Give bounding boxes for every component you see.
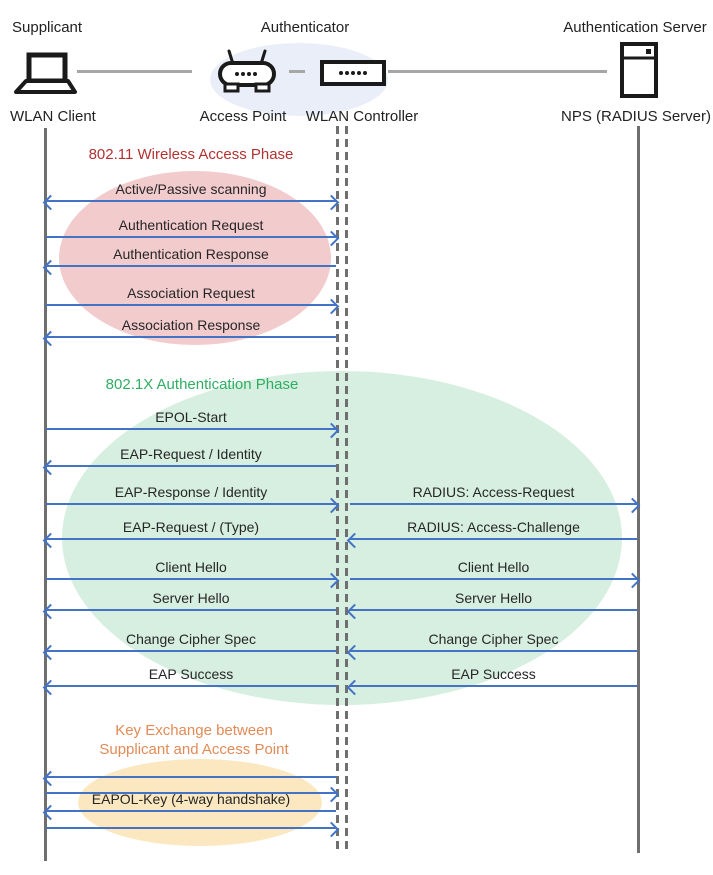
message-change-cipher-spec-left: Change Cipher Spec: [42, 631, 336, 661]
message-label: EAPOL-Key (4-way handshake): [91, 791, 291, 807]
message-eap-request-type: EAP-Request / (Type): [42, 519, 336, 549]
message-label: EAP-Response / Identity: [114, 484, 268, 500]
arrow-line: [46, 776, 336, 778]
message-label: EAP-Request / (Type): [122, 519, 260, 535]
message-radius-access-challenge: RADIUS: Access-Challenge: [346, 519, 637, 549]
label-wlan-controller: WLAN Controller: [305, 108, 419, 125]
message-active-passive-scanning: Active/Passive scanning: [42, 181, 340, 211]
arrow-line: [46, 810, 336, 812]
arrow-line: [46, 200, 336, 202]
label-nps-radius-server: NPS (RADIUS Server): [560, 108, 712, 125]
arrow-line: [46, 336, 336, 338]
message-authentication-response: Authentication Response: [42, 246, 336, 276]
arrow-line: [46, 304, 336, 306]
key-exchange-title-line2: Supplicant and Access Point: [99, 741, 289, 758]
message-client-hello-right: Client Hello: [350, 559, 641, 589]
laptop-icon: [14, 52, 77, 94]
key-exchange-ellipse: [78, 759, 322, 846]
message-label: EPOL-Start: [155, 409, 227, 425]
arrow-line: [46, 428, 336, 430]
arrow-line: [46, 650, 336, 652]
message-label: Association Request: [127, 285, 255, 301]
label-wlan-client: WLAN Client: [10, 108, 96, 125]
message-label: Association Response: [121, 317, 261, 333]
arrow-line: [46, 265, 336, 267]
arrow-line: [46, 609, 336, 611]
message-label: RADIUS: Access-Request: [412, 484, 575, 500]
message-label: EAP Success: [148, 666, 234, 682]
message-label: EAP Success: [451, 666, 536, 682]
lifeline-authenticator-1: [336, 126, 339, 852]
message-server-hello-left: Server Hello: [42, 590, 336, 620]
arrow-line: [46, 465, 336, 467]
message-label: Change Cipher Spec: [126, 631, 256, 647]
message-client-hello-left: Client Hello: [46, 559, 340, 589]
arrow-line: [350, 578, 637, 580]
message-key-exchange-1: [42, 770, 336, 787]
arrow-line: [350, 650, 637, 652]
dot1x-phase-title: 802.1X Authentication Phase: [105, 376, 299, 393]
arrow-line: [46, 503, 336, 505]
arrow-line: [46, 236, 336, 238]
access-point-icon: [218, 49, 276, 93]
role-authentication-server: Authentication Server: [563, 19, 707, 36]
key-exchange-phase-title: Key Exchange between Supplicant and Acce…: [46, 721, 342, 759]
wireless-phase-title: 802.11 Wireless Access Phase: [88, 146, 294, 163]
arrow-line: [46, 578, 336, 580]
message-label: Server Hello: [454, 590, 533, 606]
message-label: Authentication Response: [113, 246, 269, 262]
message-label: Authentication Request: [118, 217, 264, 233]
message-label: EAP-Request / Identity: [120, 446, 262, 462]
message-label: Change Cipher Spec: [428, 631, 559, 647]
message-eap-request-identity: EAP-Request / Identity: [42, 446, 336, 476]
message-server-hello-right: Server Hello: [346, 590, 637, 620]
wlan-controller-icon: [320, 60, 386, 86]
message-eapol-key-handshake: EAPOL-Key (4-way handshake): [42, 791, 336, 821]
message-key-exchange-2: [46, 786, 340, 803]
lifeline-supplicant: [44, 128, 47, 861]
role-supplicant: Supplicant: [12, 19, 83, 36]
arrow-line: [350, 503, 637, 505]
arrow-line: [350, 538, 637, 540]
arrow-line: [46, 827, 336, 829]
connector-line: [388, 70, 607, 73]
lifeline-auth-server: [637, 126, 640, 853]
arrow-line: [46, 538, 336, 540]
connector-line: [77, 70, 192, 73]
message-epol-start: EPOL-Start: [46, 409, 340, 439]
message-label: Client Hello: [155, 559, 227, 575]
message-radius-access-request: RADIUS: Access-Request: [350, 484, 641, 514]
message-label: Client Hello: [457, 559, 530, 575]
message-label: RADIUS: Access-Challenge: [407, 519, 580, 535]
message-association-request: Association Request: [46, 285, 340, 315]
message-label: Server Hello: [152, 590, 230, 606]
message-eap-success-left: EAP Success: [42, 666, 336, 696]
message-eap-success-right: EAP Success: [346, 666, 637, 696]
lifeline-authenticator-2: [345, 126, 348, 852]
server-icon: [620, 42, 658, 98]
message-label: Active/Passive scanning: [115, 181, 267, 197]
message-eap-response-identity: EAP-Response / Identity: [46, 484, 340, 514]
arrow-line: [46, 685, 336, 687]
message-authentication-request: Authentication Request: [46, 217, 340, 247]
connector-line: [289, 70, 305, 73]
message-change-cipher-spec-right: Change Cipher Spec: [346, 631, 637, 661]
role-authenticator: Authenticator: [260, 19, 350, 36]
arrow-line: [350, 685, 637, 687]
label-access-point: Access Point: [199, 108, 287, 125]
message-key-exchange-4: [46, 821, 340, 838]
arrow-line: [350, 609, 637, 611]
key-exchange-title-line1: Key Exchange between: [115, 722, 273, 739]
message-association-response: Association Response: [42, 317, 336, 347]
arrow-line: [46, 792, 336, 794]
